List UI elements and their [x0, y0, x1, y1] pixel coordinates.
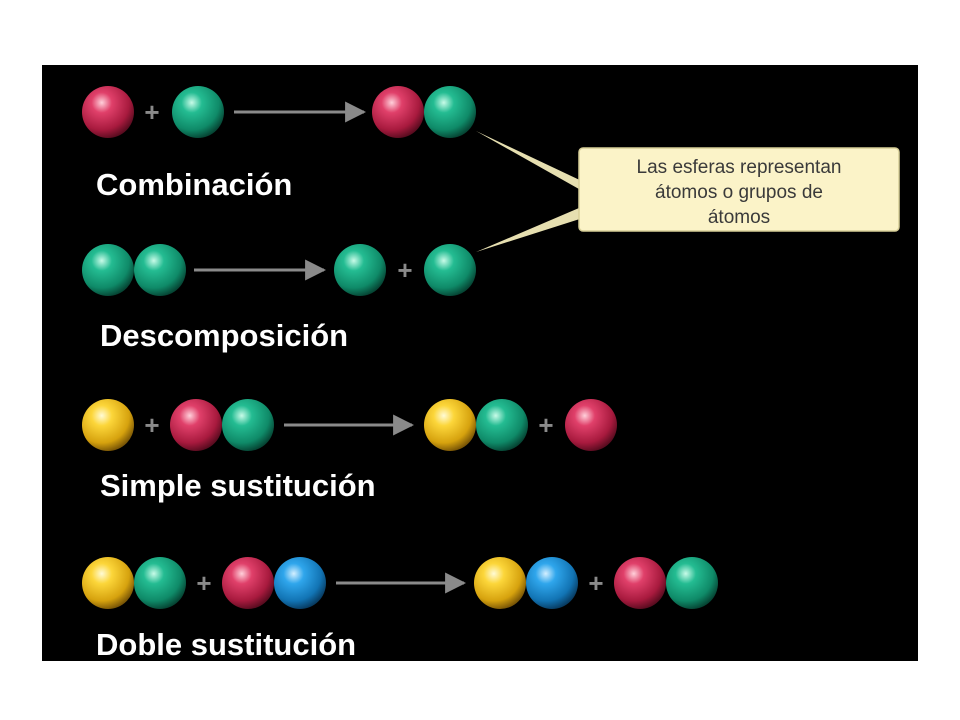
reactant-atom-red	[82, 86, 134, 138]
plus-sign: +	[144, 97, 159, 127]
callout: Las esferas representan átomos o grupos …	[578, 147, 900, 232]
callout-line-1: Las esferas representan	[637, 157, 842, 178]
product-atom-red	[565, 399, 617, 451]
reaction-types-diagram: Las esferas representan átomos o grupos …	[82, 86, 900, 661]
plus-sign: +	[397, 255, 412, 285]
product-molecule-yellow-green	[424, 399, 528, 451]
callout-line-2: átomos o grupos de	[655, 182, 823, 203]
product-molecule-yellow-blue	[474, 557, 578, 609]
callout-line-3: átomos	[708, 207, 770, 228]
plus-sign: +	[588, 568, 603, 598]
reaction-decomposition: + Descomposición	[82, 244, 476, 353]
reaction-label-decomposition: Descomposición	[100, 318, 348, 353]
plus-sign: +	[538, 410, 553, 440]
product-atom-green	[334, 244, 386, 296]
product-molecule-red-green	[372, 86, 476, 138]
reactant-molecule-yellow-green	[82, 557, 186, 609]
diagram-panel: Las esferas representan átomos o grupos …	[42, 65, 918, 661]
reactant-molecule-green-green	[82, 244, 186, 296]
reaction-label-single-substitution: Simple sustitución	[100, 468, 376, 503]
product-atom-green	[424, 244, 476, 296]
reaction-double-substitution: + + Doble sustitución	[82, 557, 718, 661]
reactant-atom-green	[172, 86, 224, 138]
reaction-label-combination: Combinación	[96, 167, 292, 202]
plus-sign: +	[144, 410, 159, 440]
reaction-combination: + Combinación	[82, 86, 476, 202]
callout-pointer-lower	[476, 205, 586, 252]
product-molecule-red-green	[614, 557, 718, 609]
callout-pointer-upper	[476, 131, 586, 193]
reactant-atom-yellow	[82, 399, 134, 451]
reaction-single-substitution: + + Simple sustitución	[82, 399, 617, 503]
plus-sign: +	[196, 568, 211, 598]
reactant-molecule-red-blue	[222, 557, 326, 609]
callout-box	[578, 147, 900, 232]
reactant-molecule-red-green	[170, 399, 274, 451]
reaction-label-double-substitution: Doble sustitución	[96, 627, 356, 661]
